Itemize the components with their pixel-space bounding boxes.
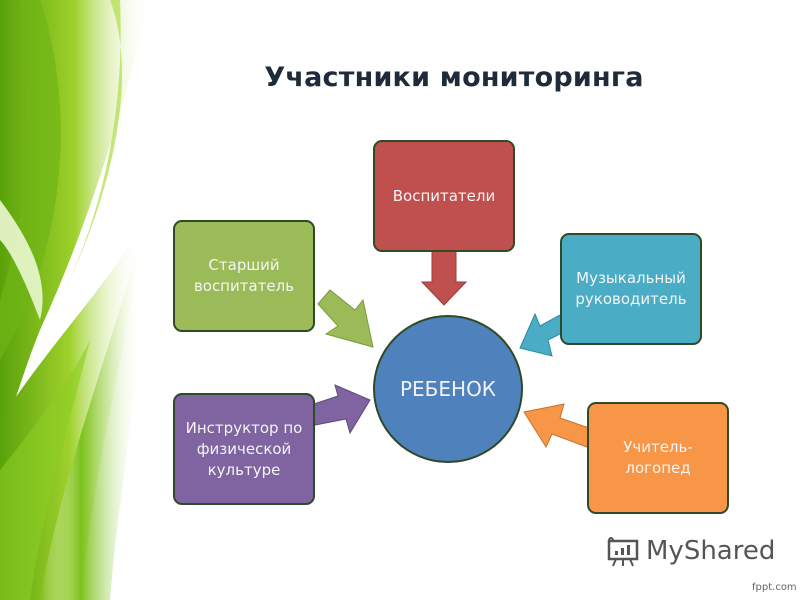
participant-pe-instructor: Инструктор по физической культуре (173, 393, 315, 505)
participant-label: Воспитатели (392, 186, 496, 205)
participant-label: Инструктор по физической культуре (185, 418, 303, 479)
arrow-down-icon (420, 250, 468, 306)
myshared-watermark: MyShared (606, 535, 775, 567)
brand-name: MyShared (646, 536, 776, 566)
arrow-left-down-icon (519, 312, 565, 357)
slide-title: Участники мониторинга (264, 62, 644, 93)
participant-speech-therapist: Учитель-логопед (587, 402, 729, 514)
participant-music-director: Музыкальный руководитель (560, 233, 702, 345)
participant-senior-educator: Старший воспитатель (173, 220, 315, 332)
arrow-left-up-icon (523, 403, 590, 449)
presentation-board-icon (607, 537, 639, 567)
arrow-right-up-icon (310, 384, 371, 435)
site-credit: fppt.com (752, 582, 797, 593)
center-child-node: РЕБЕНОК (373, 315, 523, 463)
participant-label: Музыкальный руководитель (575, 269, 687, 308)
participant-label: Учитель-логопед (623, 438, 693, 477)
arrow-right-down-icon (317, 289, 374, 348)
participant-label: Старший воспитатель (193, 256, 295, 295)
participant-educators: Воспитатели (373, 140, 515, 252)
center-label: РЕБЕНОК (399, 377, 497, 401)
